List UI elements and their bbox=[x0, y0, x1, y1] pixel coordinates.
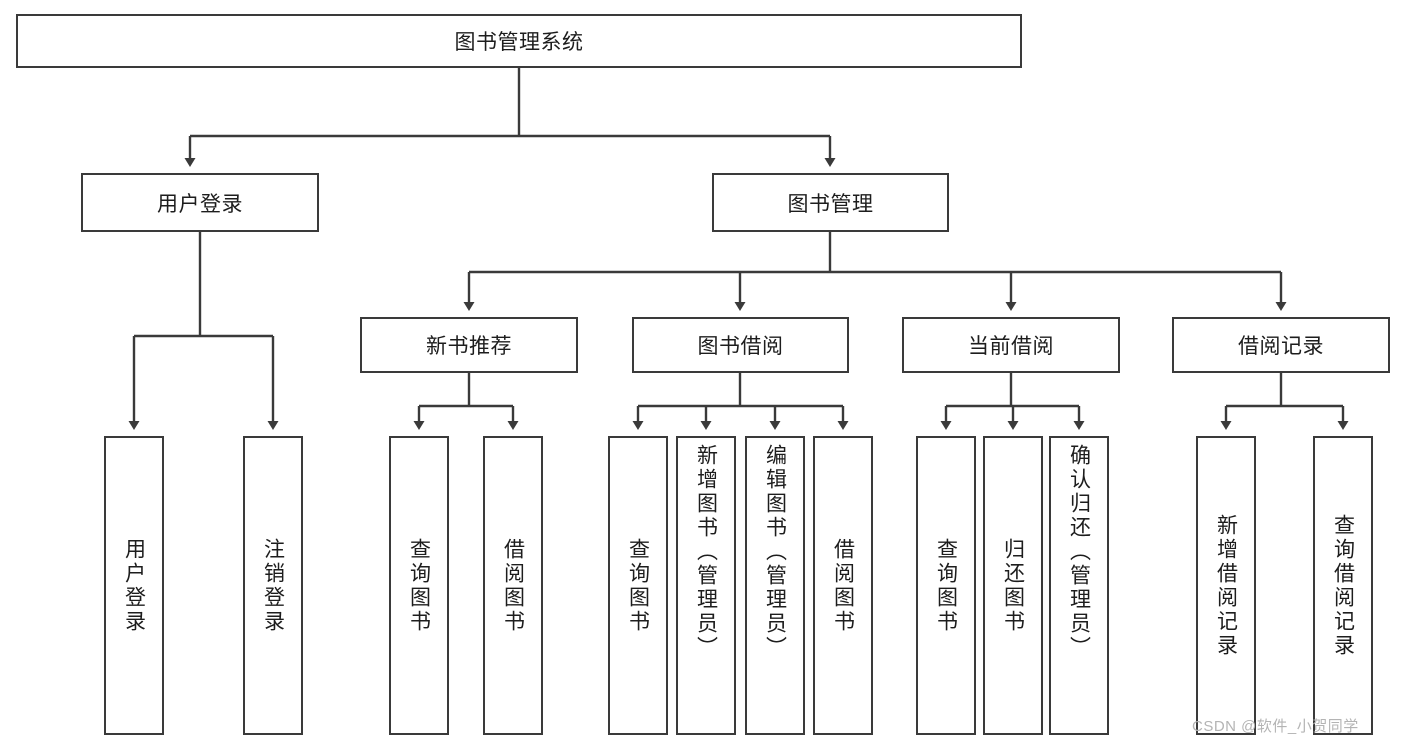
leaf-query-book-current[interactable]: 查询图书 bbox=[916, 436, 976, 735]
leaf-label: 编辑图书（管理员） bbox=[763, 444, 787, 660]
node-book-management[interactable]: 图书管理 bbox=[712, 173, 949, 232]
node-book-borrow-label: 图书借阅 bbox=[697, 335, 784, 358]
node-current-borrow[interactable]: 当前借阅 bbox=[902, 317, 1120, 373]
node-book-management-label: 图书管理 bbox=[787, 192, 874, 216]
leaf-label: 确认归还（管理员） bbox=[1067, 444, 1091, 660]
leaf-label: 注销登录 bbox=[261, 537, 285, 634]
node-root[interactable]: 图书管理系统 bbox=[16, 14, 1022, 68]
leaf-label: 查询图书 bbox=[934, 537, 958, 634]
node-borrow-record-label: 借阅记录 bbox=[1238, 335, 1324, 358]
node-user-login[interactable]: 用户登录 bbox=[81, 173, 319, 232]
node-current-borrow-label: 当前借阅 bbox=[968, 335, 1054, 358]
node-book-borrow[interactable]: 图书借阅 bbox=[632, 317, 849, 373]
leaf-edit-book-admin[interactable]: 编辑图书（管理员） bbox=[745, 436, 805, 735]
leaf-label: 查询图书 bbox=[407, 537, 431, 634]
leaf-label: 查询借阅记录 bbox=[1331, 513, 1355, 658]
leaf-label: 归还图书 bbox=[1001, 537, 1025, 634]
leaf-label: 新增图书（管理员） bbox=[694, 444, 718, 660]
node-borrow-record[interactable]: 借阅记录 bbox=[1172, 317, 1390, 373]
node-root-label: 图书管理系统 bbox=[454, 31, 584, 54]
leaf-add-book-admin[interactable]: 新增图书（管理员） bbox=[676, 436, 736, 735]
leaf-user-login[interactable]: 用户登录 bbox=[104, 436, 164, 735]
leaf-borrow-book-newbook[interactable]: 借阅图书 bbox=[483, 436, 543, 735]
node-user-login-label: 用户登录 bbox=[157, 192, 243, 216]
leaf-label: 借阅图书 bbox=[831, 537, 855, 634]
watermark-text: CSDN @软件_小贺同学 bbox=[1192, 718, 1359, 735]
leaf-query-book-newbook[interactable]: 查询图书 bbox=[389, 436, 449, 735]
leaf-label: 用户登录 bbox=[122, 537, 146, 634]
leaf-return-book[interactable]: 归还图书 bbox=[983, 436, 1043, 735]
leaf-label: 借阅图书 bbox=[501, 537, 525, 634]
leaf-add-borrow-record[interactable]: 新增借阅记录 bbox=[1196, 436, 1256, 735]
leaf-query-book-borrow[interactable]: 查询图书 bbox=[608, 436, 668, 735]
node-new-book-recommend-label: 新书推荐 bbox=[426, 335, 512, 358]
leaf-confirm-return-admin[interactable]: 确认归还（管理员） bbox=[1049, 436, 1109, 735]
leaf-label: 新增借阅记录 bbox=[1214, 513, 1238, 658]
node-new-book-recommend[interactable]: 新书推荐 bbox=[360, 317, 578, 373]
leaf-query-borrow-record[interactable]: 查询借阅记录 bbox=[1313, 436, 1373, 735]
leaf-label: 查询图书 bbox=[626, 537, 650, 634]
leaf-logout[interactable]: 注销登录 bbox=[243, 436, 303, 735]
leaf-borrow-book[interactable]: 借阅图书 bbox=[813, 436, 873, 735]
